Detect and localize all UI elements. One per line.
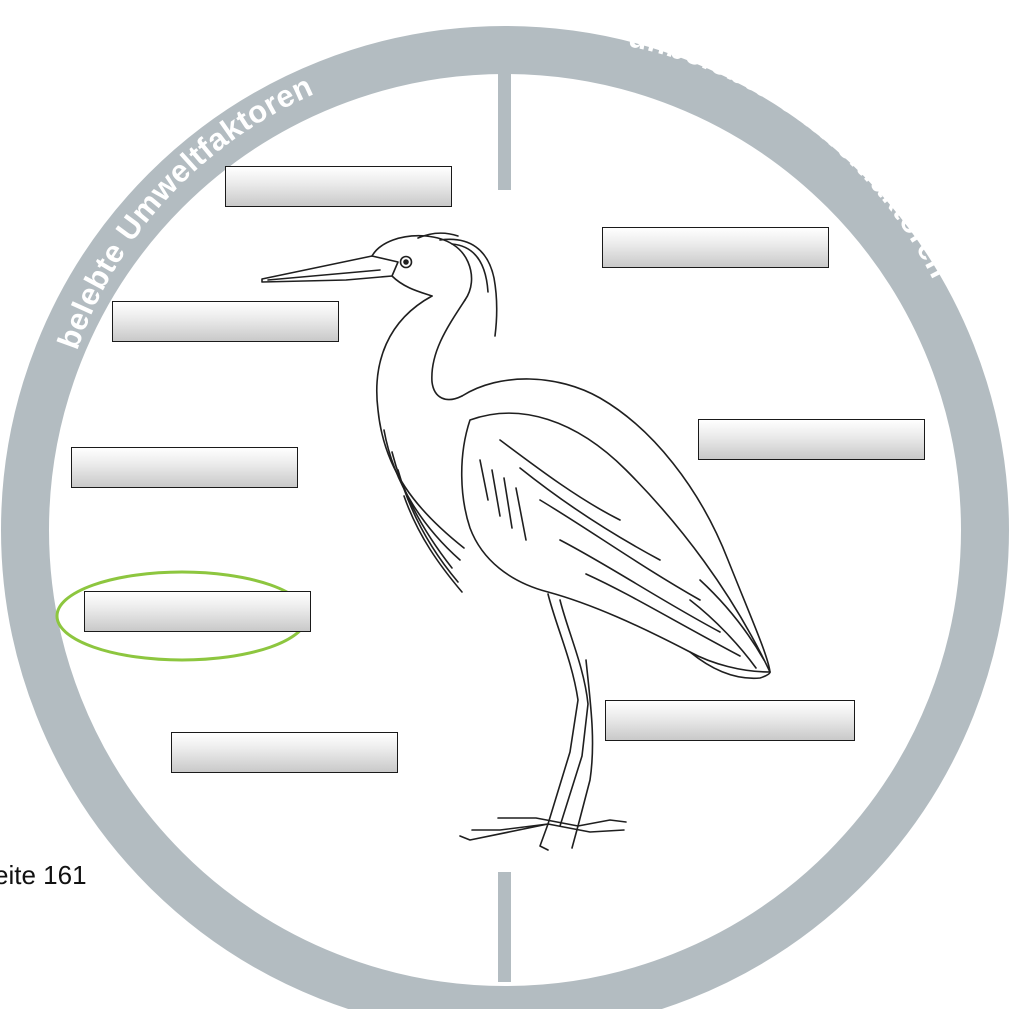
- heron-neck: [377, 296, 464, 548]
- top-divider: [498, 48, 511, 190]
- abiotic-factor-box-3[interactable]: [605, 700, 855, 741]
- biotic-factor-box-4[interactable]: [84, 591, 311, 632]
- heron-feet: [460, 824, 624, 850]
- abiotic-factor-box-1[interactable]: [602, 227, 829, 268]
- page-reference: eite 161: [0, 862, 87, 888]
- biotic-factor-box-2[interactable]: [112, 301, 339, 342]
- biotic-factor-box-1[interactable]: [225, 166, 452, 207]
- abiotic-factor-box-2[interactable]: [698, 419, 925, 460]
- heron-leg-left: [548, 594, 578, 824]
- heron-tail: [690, 652, 770, 678]
- bottom-divider: [498, 872, 511, 982]
- biotic-factor-box-5[interactable]: [171, 732, 398, 773]
- biotic-factor-box-3[interactable]: [71, 447, 298, 488]
